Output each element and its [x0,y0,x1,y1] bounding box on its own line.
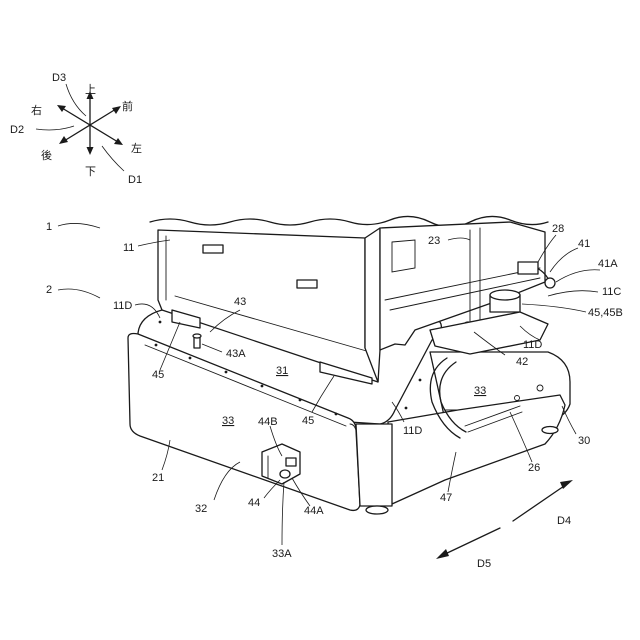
label-down: 下 [85,165,96,178]
ref-33-side: 33 [474,385,486,397]
leader-1 [58,223,100,228]
label-d3: D3 [52,72,66,84]
coupling-28 [518,262,538,274]
label-d2: D2 [10,124,24,136]
front-arrowhead [112,106,121,114]
front-corner-post [356,424,392,506]
handle-slot [297,280,317,288]
leader-41a [556,270,600,282]
leader-41 [550,248,578,272]
ref-d5: D5 [477,558,491,570]
right-side-face [388,395,565,504]
leader-2 [58,289,100,298]
label-right: 右 [31,103,42,117]
ref-41: 41 [578,238,590,250]
ref-28: 28 [552,223,564,235]
port-valve-44a [286,458,296,466]
leader-30 [562,406,576,434]
ref-45-left: 45 [152,369,164,381]
bolt-head [193,334,201,338]
left-arrowhead [114,138,123,145]
ref-26: 26 [528,462,540,474]
d1-leader [102,146,124,171]
label-rear: 後 [41,148,52,162]
d5-shaft [443,528,500,555]
ref-43: 43 [234,296,246,308]
ref-47: 47 [440,492,452,504]
d3-leader [66,84,86,116]
ref-41a: 41A [598,258,618,270]
ref-44b: 44B [258,416,278,428]
handle-slot [203,245,223,253]
transport-arrow [436,480,573,559]
d5-arrowhead [436,549,449,559]
label-front: 前 [122,99,133,113]
port-cap-44 [280,470,290,478]
ref-21: 21 [152,472,164,484]
down-arrowhead [87,147,94,155]
d2-leader [36,126,74,130]
ref-11: 11 [123,242,134,254]
label-left: 左 [131,142,142,155]
leader-33a [282,482,284,545]
leader-11c [548,291,598,296]
ref-1: 1 [46,221,52,233]
ref-33a: 33A [272,548,292,560]
label-up: 上 [85,83,96,96]
foot [542,427,558,434]
ref-32: 32 [195,503,207,515]
ref-11c: 11C [602,286,621,298]
rear-left-arrowhead [57,105,66,112]
fitting-41a [545,278,555,288]
ref-11d-right: 11D [523,339,542,351]
ref-42: 42 [516,356,528,368]
ref-45-45b: 45,45B [588,307,623,319]
ref-33-front: 33 [222,415,234,427]
ref-43a: 43A [226,348,246,360]
ref-31: 31 [276,365,288,377]
ref-44a: 44A [304,505,324,517]
direction-compass: 上 下 前 後 左 右 D3 D2 D1 [10,72,142,186]
label-d1: D1 [128,174,142,186]
ref-44: 44 [248,497,260,509]
foot [366,506,388,514]
ref-d4: D4 [557,515,571,527]
ref-23: 23 [428,235,440,247]
ref-45-mid: 45 [302,415,314,427]
ref-2: 2 [46,284,52,296]
ref-11d-mid: 11D [403,425,422,437]
rear-arrowhead [59,136,68,144]
pump-top [490,290,520,300]
leader-4545b [522,304,586,312]
ref-30: 30 [578,435,590,447]
ref-11d-left: 11D [113,300,132,312]
